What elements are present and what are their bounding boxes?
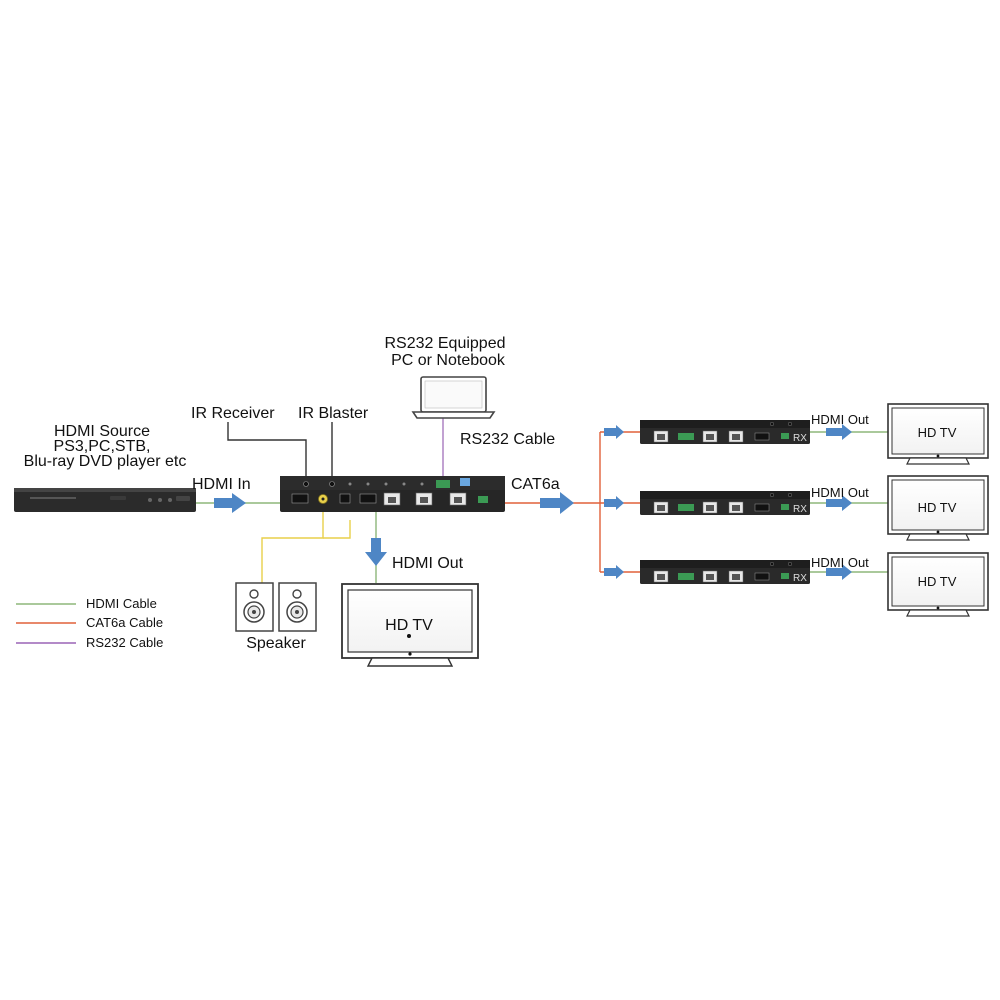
tv-1-icon xyxy=(887,403,989,465)
legend-label-hdmi: HDMI Cable xyxy=(86,596,157,611)
ir-out-port xyxy=(329,481,335,487)
hdmi-out-port xyxy=(359,493,377,504)
ir-blaster-label: IR Blaster xyxy=(298,405,369,422)
optical-port xyxy=(339,493,351,504)
source-label-line-3: Blu-ray DVD player etc xyxy=(24,453,187,470)
rx3-hdmi-out-label: HDMI Out xyxy=(811,555,869,570)
tv-3-label: HD TV xyxy=(918,574,957,589)
receiver-1: RX xyxy=(640,420,810,444)
cat6a-branch-2-arrow xyxy=(604,496,624,510)
cat6a-branch-1-arrow xyxy=(604,425,624,439)
rx2-hdmi-out-arrow xyxy=(826,495,852,511)
hdmi-in-port xyxy=(291,493,309,504)
ir-in-port xyxy=(303,481,309,487)
usb-port xyxy=(460,478,470,486)
hdmi-out-local-label: HDMI Out xyxy=(392,555,464,572)
local-tv-icon xyxy=(341,583,479,667)
receiver-1-badge: RX xyxy=(793,433,807,444)
power-terminal xyxy=(478,496,488,503)
cable-legend: HDMI Cable CAT6a Cable RS232 Cable xyxy=(16,596,163,650)
ir-receiver-label: IR Receiver xyxy=(191,405,275,422)
legend-label-rs232: RS232 Cable xyxy=(86,635,163,650)
rx1-hdmi-out-arrow xyxy=(826,424,852,440)
ir-receiver-cable xyxy=(227,422,307,476)
pc-label-line-2: PC or Notebook xyxy=(391,352,506,369)
transmitter-unit xyxy=(280,476,505,512)
rs232-terminal xyxy=(436,480,450,488)
tv-2-label: HD TV xyxy=(918,500,957,515)
receiver-2: RX xyxy=(640,491,810,515)
rx2-hdmi-out-label: HDMI Out xyxy=(811,485,869,500)
cat6a-branch-3-arrow xyxy=(604,565,624,579)
audio-cable xyxy=(261,512,324,583)
hdmi-in-label: HDMI In xyxy=(192,476,251,493)
receiver-3: RX xyxy=(640,560,810,584)
hdmi-source-device xyxy=(14,488,196,512)
rx3-hdmi-out-arrow xyxy=(826,564,852,580)
tv-2-icon xyxy=(887,475,989,541)
pc-label-line-1: RS232 Equipped xyxy=(385,335,506,352)
signal-arrows xyxy=(214,424,852,580)
source-label-line-1: HDMI Source xyxy=(54,423,150,440)
rx1-hdmi-out-label: HDMI Out xyxy=(811,412,869,427)
legend-label-cat6a: CAT6a Cable xyxy=(86,615,163,630)
laptop-icon xyxy=(411,376,496,419)
cat6a-label: CAT6a xyxy=(511,476,560,493)
speaker-icon xyxy=(235,582,317,632)
speaker-label: Speaker xyxy=(246,635,306,652)
audio-cable-2 xyxy=(323,520,351,539)
hdmi-in-arrow xyxy=(214,493,246,513)
cat6a-arrow xyxy=(540,492,574,514)
receiver-3-badge: RX xyxy=(793,573,807,584)
receiver-2-badge: RX xyxy=(793,504,807,515)
tv-3-icon xyxy=(887,552,989,617)
local-tv-label: HD TV xyxy=(385,617,433,634)
hdmi-out-local-arrow xyxy=(365,538,387,566)
source-label-line-2: PS3,PC,STB, xyxy=(54,438,151,455)
tv-1-label: HD TV xyxy=(918,425,957,440)
rs232-cable-label: RS232 Cable xyxy=(460,431,555,448)
